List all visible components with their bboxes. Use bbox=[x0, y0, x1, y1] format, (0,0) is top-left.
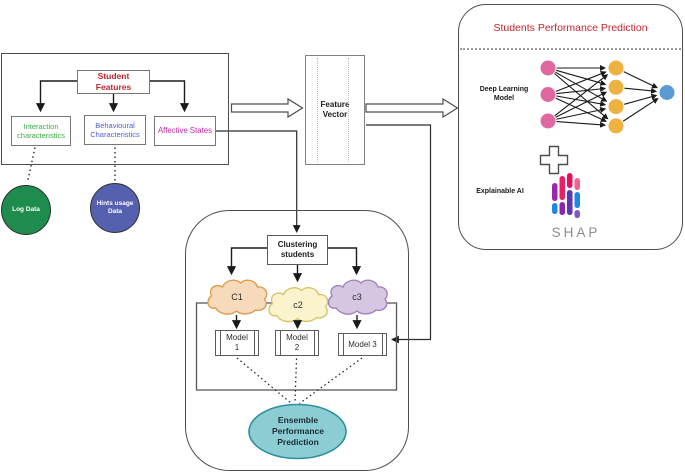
hidden-node bbox=[608, 118, 624, 134]
ensemble-ellipse bbox=[248, 403, 347, 460]
tree-connectors bbox=[35, 80, 190, 113]
hidden-node bbox=[608, 99, 624, 115]
model-to-ensemble-links bbox=[236, 357, 363, 404]
behavioural-characteristics-box: Behavioural Characteristics bbox=[84, 115, 146, 145]
vector-to-prediction-arrow bbox=[365, 97, 459, 119]
input-node bbox=[540, 87, 556, 102]
hints-usage-data-circle: Hints usage Data bbox=[90, 183, 140, 233]
prediction-panel-title: Students Performance Prediction bbox=[493, 22, 648, 35]
shap-logo-icon bbox=[552, 173, 580, 218]
input-node bbox=[540, 60, 556, 76]
cluster-c2-label: c2 bbox=[293, 300, 303, 311]
clustering-container bbox=[185, 210, 409, 471]
neural-network bbox=[540, 60, 675, 134]
cluster-cloud-c3 bbox=[327, 279, 388, 315]
interaction-characteristics-box: Interaction characteristics bbox=[11, 116, 71, 146]
affective-to-clustering-line bbox=[216, 130, 301, 233]
shap-wordmark: SHAP bbox=[551, 225, 601, 241]
deep-learning-model-label: Deep Learning Model bbox=[479, 85, 529, 102]
model-2-box: Model 2 bbox=[275, 330, 319, 356]
prediction-panel bbox=[458, 4, 683, 250]
clustering-connectors bbox=[226, 247, 362, 283]
affective-states-box: Affective States bbox=[154, 116, 216, 146]
cloud-to-model-arrows bbox=[231, 315, 362, 330]
cluster-c1-label: C1 bbox=[231, 292, 243, 303]
output-node bbox=[659, 85, 675, 100]
explainable-ai-label: Explainable AI bbox=[476, 188, 524, 196]
model-1-box: Model 1 bbox=[215, 330, 259, 356]
title-separator bbox=[460, 48, 681, 50]
clustering-students-box: Clustering students bbox=[267, 235, 328, 265]
cluster-cloud-c1 bbox=[207, 279, 268, 315]
feature-vector-box: Feature Vector bbox=[305, 55, 365, 165]
cluster-clouds bbox=[207, 279, 388, 323]
cluster-cloud-c2 bbox=[268, 287, 329, 323]
log-data-circle: Log Data bbox=[1, 185, 51, 235]
ensemble-prediction-label: Ensemble Performance Prediction bbox=[272, 414, 324, 448]
feature-vector-label: Feature Vector bbox=[320, 99, 350, 119]
cluster-c3-label: c3 bbox=[352, 292, 362, 303]
student-features-container bbox=[1, 53, 229, 165]
input-node bbox=[540, 113, 556, 129]
data-source-links bbox=[26, 147, 116, 183]
model-3-box: Model 3 bbox=[338, 333, 387, 356]
plus-icon bbox=[539, 145, 569, 175]
features-to-vector-arrow bbox=[230, 97, 304, 119]
hidden-node bbox=[608, 60, 624, 76]
feature-vector-to-model3-line bbox=[366, 124, 432, 344]
student-features-box: Student Features bbox=[77, 70, 150, 94]
hidden-node bbox=[608, 79, 624, 95]
